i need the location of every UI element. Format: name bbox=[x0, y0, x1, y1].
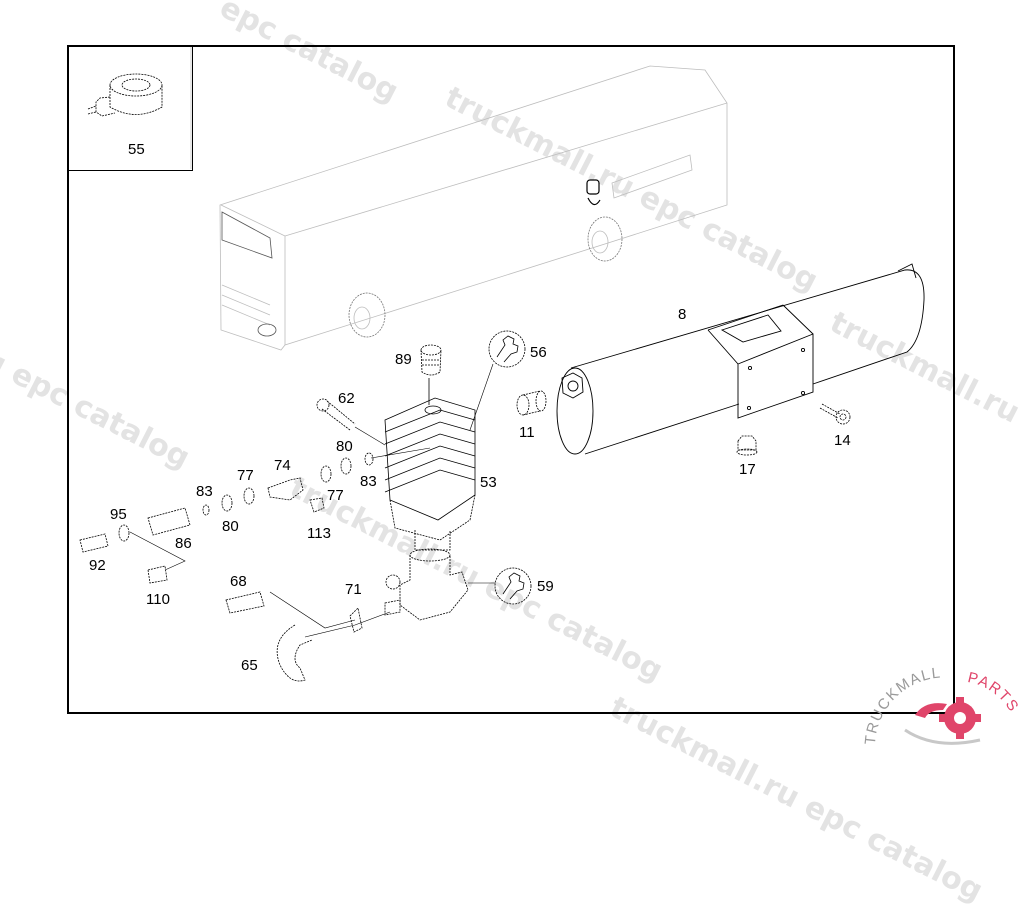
callout-14[interactable]: 14 bbox=[834, 432, 851, 449]
callout-59[interactable]: 59 bbox=[537, 578, 554, 595]
callout-95[interactable]: 95 bbox=[110, 506, 127, 523]
callout-89[interactable]: 89 bbox=[395, 351, 412, 368]
callout-110[interactable]: 110 bbox=[146, 591, 170, 608]
truckmall-parts-logo: TRUCKMALL PARTS bbox=[862, 664, 1022, 745]
part-17-nut bbox=[736, 435, 758, 456]
callout-113[interactable]: 113 bbox=[307, 525, 331, 542]
wrench-icon bbox=[488, 330, 532, 605]
callout-62[interactable]: 62 bbox=[338, 390, 355, 407]
callout-77[interactable]: 77 bbox=[327, 487, 344, 504]
part-8-air-tank bbox=[556, 263, 925, 455]
inset-shadow bbox=[190, 47, 192, 169]
leader-lines bbox=[129, 447, 431, 638]
vehicle-location-marker bbox=[586, 179, 601, 206]
callout-86[interactable]: 86 bbox=[175, 535, 192, 552]
callout-55[interactable]: 55 bbox=[128, 141, 145, 158]
part-11-fitting bbox=[516, 390, 547, 416]
part-89-plug bbox=[420, 344, 442, 376]
part-62-bolt bbox=[316, 398, 356, 431]
callout-17[interactable]: 17 bbox=[739, 461, 756, 478]
part-53-compressor bbox=[384, 397, 476, 551]
svg-text:PARTS: PARTS bbox=[966, 669, 1022, 715]
diagram-drawing bbox=[79, 65, 925, 682]
callout-8[interactable]: 8 bbox=[678, 306, 687, 323]
inset-box bbox=[67, 45, 193, 171]
callout-83[interactable]: 83 bbox=[360, 473, 377, 490]
part-59-valve bbox=[384, 548, 469, 621]
callout-68[interactable]: 68 bbox=[230, 573, 247, 590]
callout-80[interactable]: 80 bbox=[336, 438, 353, 455]
callout-80[interactable]: 80 bbox=[222, 518, 239, 535]
logo-text-parts: PARTS bbox=[966, 669, 1021, 715]
callout-65[interactable]: 65 bbox=[241, 657, 258, 674]
callout-11[interactable]: 11 bbox=[519, 424, 535, 441]
callout-74[interactable]: 74 bbox=[274, 457, 291, 474]
part-14-bolt bbox=[819, 403, 851, 425]
callout-92[interactable]: 92 bbox=[89, 557, 106, 574]
vehicle-outline bbox=[219, 65, 728, 351]
callout-56[interactable]: 56 bbox=[530, 344, 547, 361]
callout-83[interactable]: 83 bbox=[196, 483, 213, 500]
gear-icon bbox=[939, 697, 981, 739]
callout-71[interactable]: 71 bbox=[345, 581, 362, 598]
leader-line bbox=[469, 363, 494, 431]
callout-77[interactable]: 77 bbox=[237, 467, 254, 484]
part-55-fitting bbox=[87, 73, 163, 117]
diagram-frame bbox=[67, 45, 955, 714]
small-parts bbox=[79, 452, 374, 682]
callout-53[interactable]: 53 bbox=[480, 474, 497, 491]
leader-line bbox=[354, 426, 386, 446]
